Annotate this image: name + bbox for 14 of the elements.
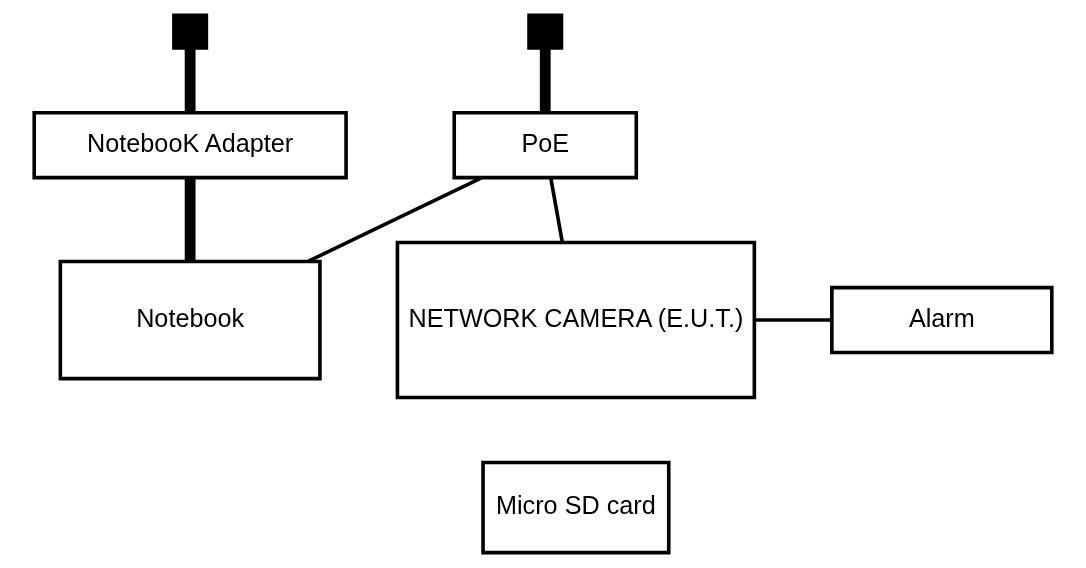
node-box xyxy=(527,13,564,50)
node-box: Alarm xyxy=(830,285,1054,355)
connector xyxy=(307,176,482,263)
connector xyxy=(549,178,565,243)
node-box: NotebooK Adapter xyxy=(32,110,348,180)
node-box: Notebook xyxy=(58,259,322,381)
connector xyxy=(539,48,551,113)
connector xyxy=(754,318,832,322)
node-box xyxy=(172,13,209,50)
connector xyxy=(184,48,196,113)
connector xyxy=(184,178,196,262)
node-box: PoE xyxy=(452,110,639,180)
node-box: Micro SD card xyxy=(481,460,671,555)
node-box: NETWORK CAMERA (E.U.T.) xyxy=(395,240,757,400)
